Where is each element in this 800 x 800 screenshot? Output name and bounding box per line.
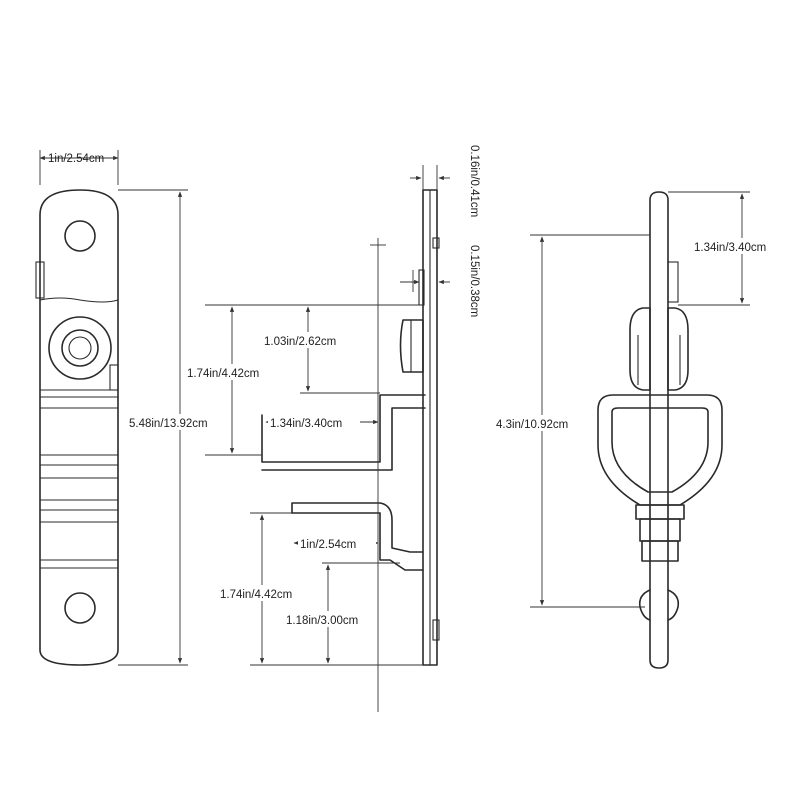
height-label: 5.48in/13.92cm bbox=[129, 418, 208, 430]
front-view: 1in/2.54cm 5.48in/13.92cm bbox=[35, 150, 224, 666]
width-label: 1in/2.54cm bbox=[48, 153, 104, 165]
top-height-label: 1.34in/3.40cm bbox=[694, 242, 766, 254]
upper-height-label: 1.74in/4.42cm bbox=[187, 368, 259, 380]
top-thickness-label: 0.16in/0.41cm bbox=[468, 145, 480, 217]
back-view: 1.34in/3.40cm 4.3in/10.92cm bbox=[494, 191, 784, 669]
upper-offset-label: 1.03in/2.62cm bbox=[264, 336, 336, 348]
side-view: 0.16in/0.41cm 0.15in/0.38cm 1.03in/2.62c… bbox=[185, 145, 480, 712]
gap-label: 0.15in/0.38cm bbox=[468, 245, 480, 317]
lower-offset-label: 1.18in/3.00cm bbox=[286, 615, 358, 627]
overall-height-label: 4.3in/10.92cm bbox=[496, 419, 568, 431]
lower-width-label: 1in/2.54cm bbox=[300, 539, 356, 551]
lower-height-label: 1.74in/4.42cm bbox=[220, 589, 292, 601]
upper-width-label: 1.34in/3.40cm bbox=[270, 418, 342, 430]
